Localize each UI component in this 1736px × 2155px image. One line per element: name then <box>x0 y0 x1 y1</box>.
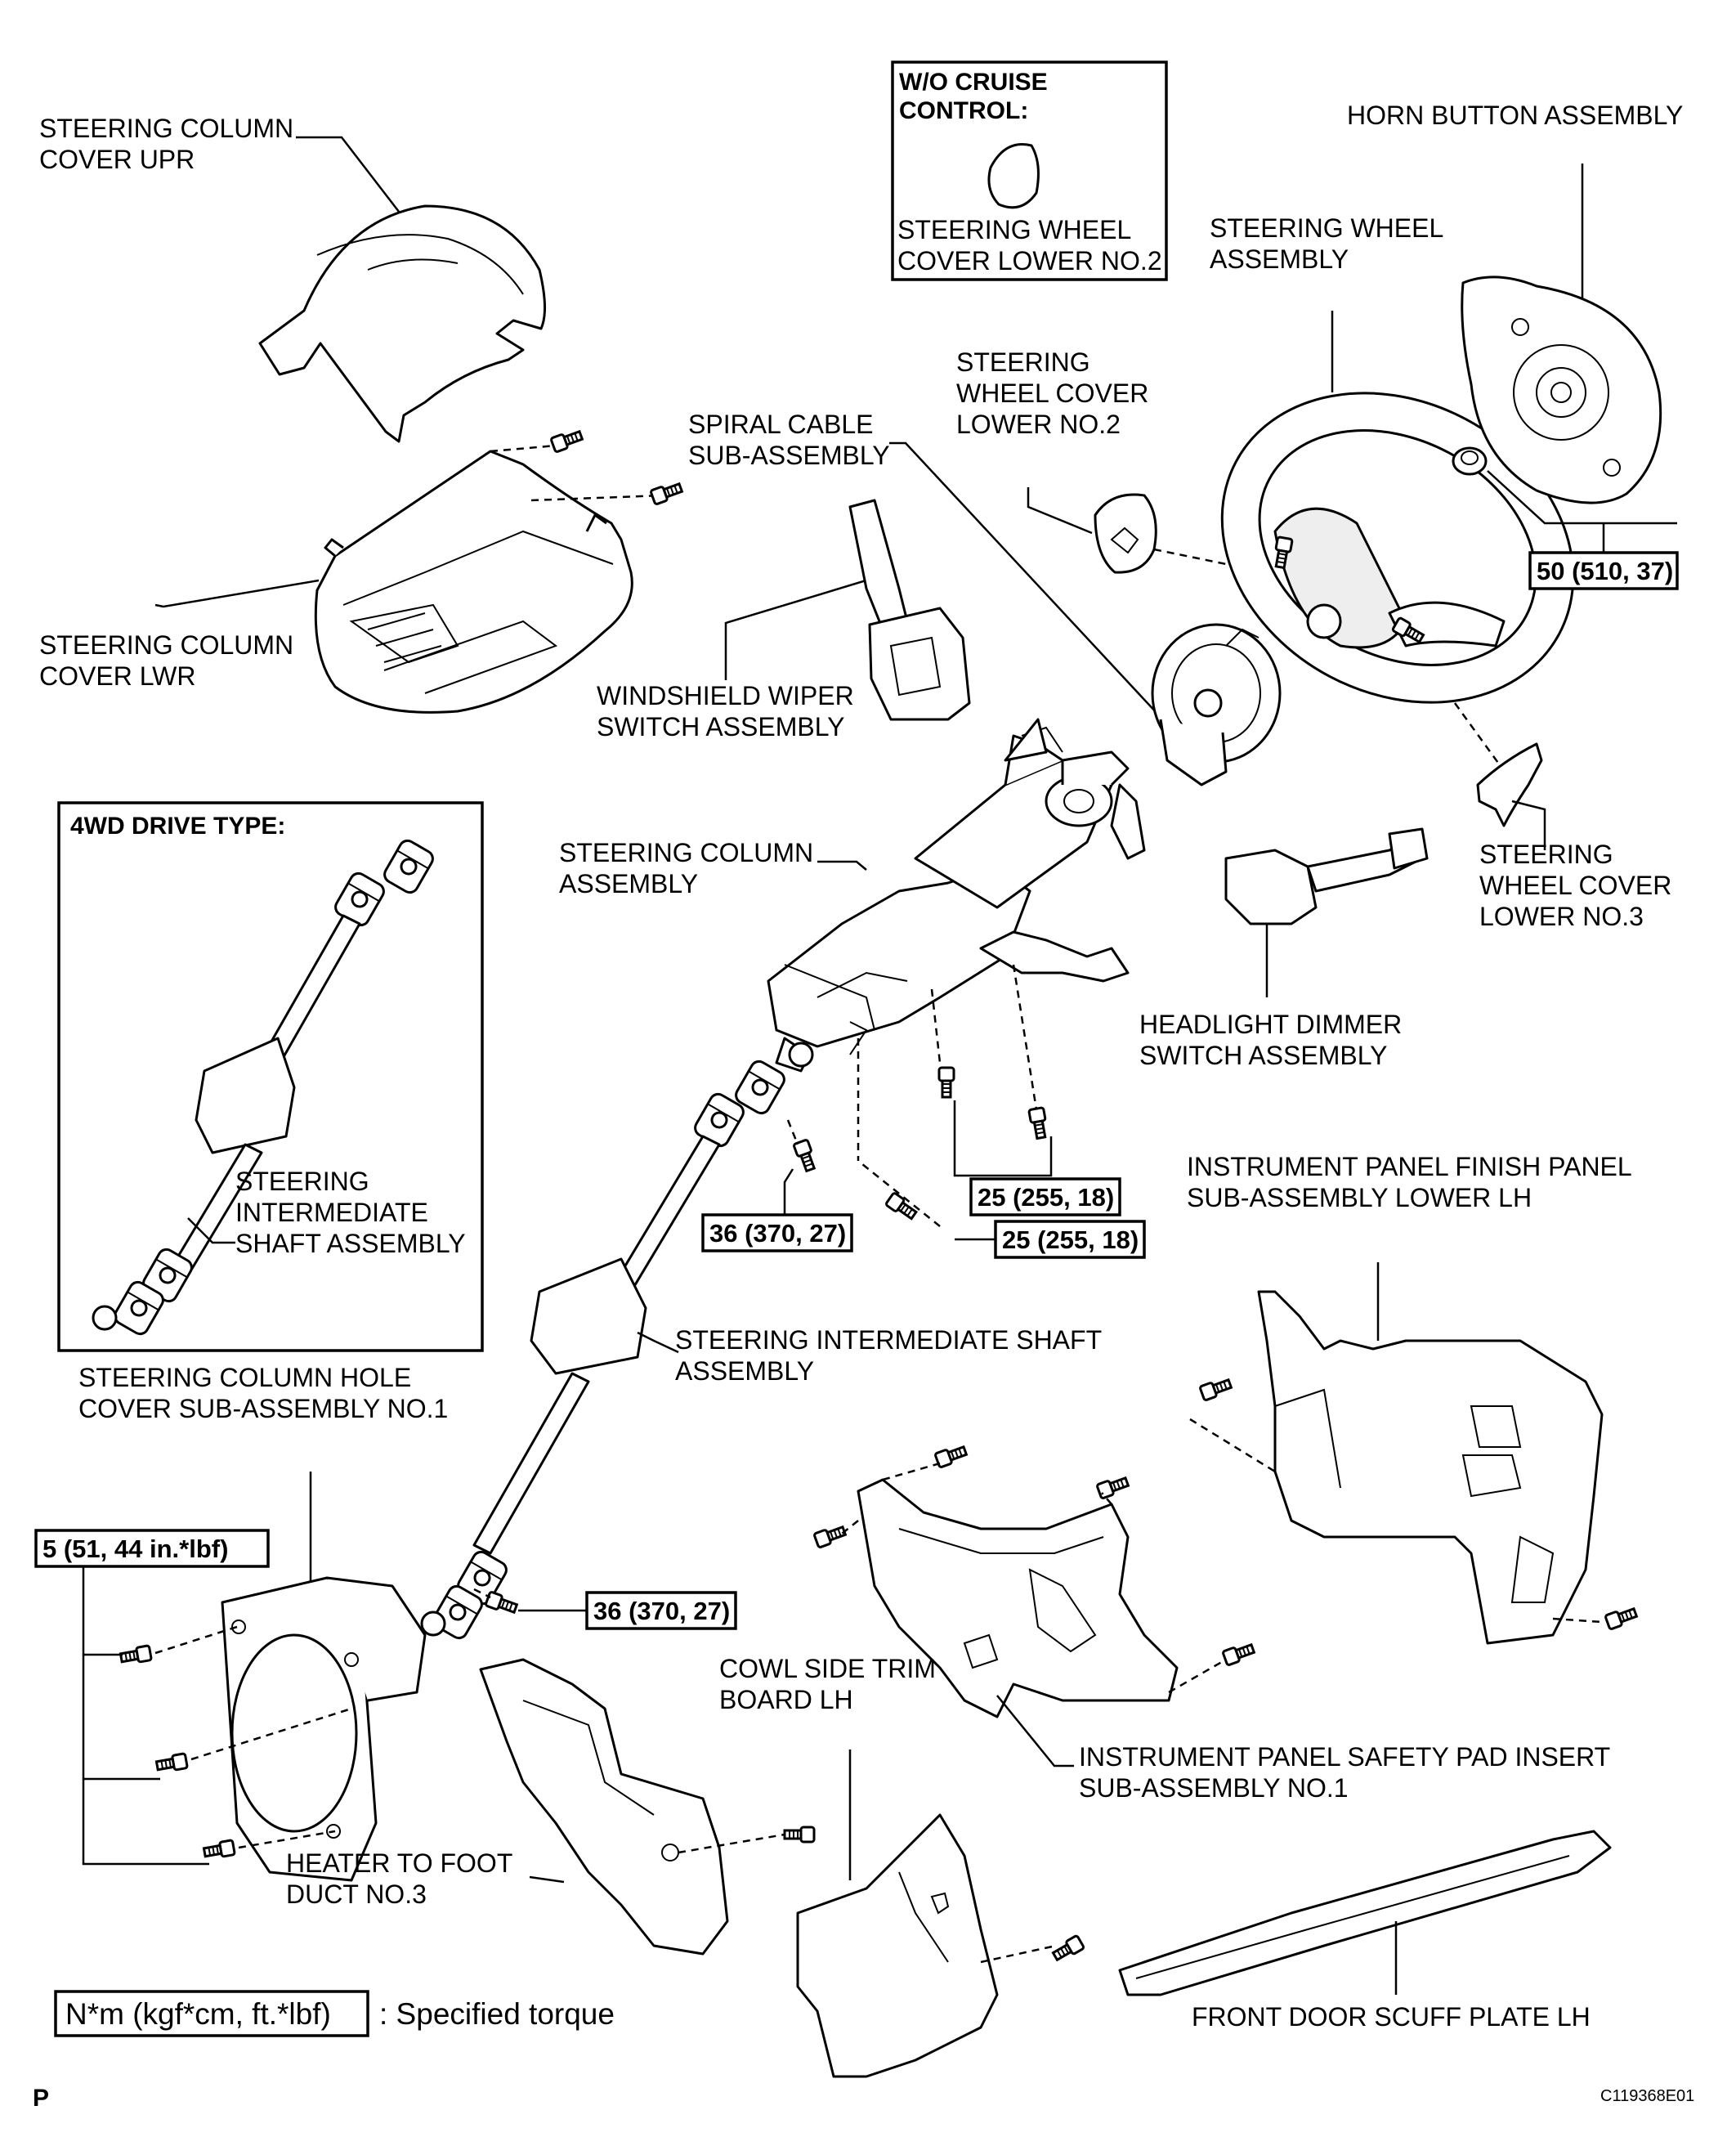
label-headlight-switch-line1: HEADLIGHT DIMMER <box>1139 1010 1402 1039</box>
instrument-panel-safety-pad-insert: INSTRUMENT PANEL SAFETY PAD INSERT SUB-A… <box>812 1442 1610 1803</box>
inset-wo-cruise-title-line1: W/O CRUISE <box>899 69 1048 96</box>
inset-wo-cruise-label-line2: COVER LOWER NO.2 <box>897 246 1162 276</box>
label-wheel-cover-no3-line2: WHEEL COVER <box>1479 871 1671 900</box>
inset-wo-cruise-label-line1: STEERING WHEEL <box>897 215 1131 244</box>
label-inset-shaft-line1: STEERING <box>235 1167 369 1196</box>
label-steering-wheel-line2: ASSEMBLY <box>1210 244 1349 274</box>
inset-wo-cruise-title-line2: CONTROL: <box>899 97 1028 124</box>
label-steering-wheel-line1: STEERING WHEEL <box>1210 213 1443 243</box>
cowl-side-trim-board-lh: COWL SIDE TRIM BOARD LH <box>719 1654 1086 2078</box>
page-marker: P <box>33 2085 49 2112</box>
label-wheel-cover-no3-line1: STEERING <box>1479 840 1613 869</box>
label-steering-column-line1: STEERING COLUMN <box>559 838 813 867</box>
torque-column-bolts-value: 25 (255, 18) <box>978 1183 1114 1212</box>
steering-column-cover-upr: STEERING COLUMN COVER UPR <box>39 114 547 443</box>
label-wiper-switch-line2: SWITCH ASSEMBLY <box>597 712 844 741</box>
label-finish-panel-line1: INSTRUMENT PANEL FINISH PANEL <box>1187 1152 1632 1181</box>
steering-wheel-cover-lower-no2: STEERING WHEEL COVER LOWER NO.2 <box>956 347 1235 574</box>
label-cover-lwr-line2: COVER LWR <box>39 661 195 691</box>
instrument-panel-finish-panel-lower-lh: INSTRUMENT PANEL FINISH PANEL SUB-ASSEMB… <box>1187 1152 1640 1645</box>
label-headlight-switch-line2: SWITCH ASSEMBLY <box>1139 1041 1387 1070</box>
steering-wheel-cover-lower-no3: STEERING WHEEL COVER LOWER NO.3 <box>1476 742 1671 931</box>
torque-column-long-bolt: 25 (255, 18) <box>955 1220 1146 1259</box>
headlight-dimmer-switch-assembly: HEADLIGHT DIMMER SWITCH ASSEMBLY <box>1139 827 1429 1070</box>
heater-to-foot-duct-no3: HEATER TO FOOT DUCT NO.3 <box>286 1658 816 1956</box>
steering-intermediate-shaft-assembly: STEERING INTERMEDIATE SHAFT ASSEMBLY <box>420 1057 1102 1642</box>
torque-shaft-upper-value: 36 (370, 27) <box>709 1219 846 1248</box>
torque-column-bolts: 25 (255, 18) <box>953 1100 1121 1216</box>
label-wheel-cover-no2-line1: STEERING <box>956 347 1090 377</box>
torque-legend: N*m (kgf*cm, ft.*lbf) : Specified torque <box>54 1990 615 2037</box>
torque-shaft-lower-bolt: 36 (370, 27) <box>585 1591 737 1630</box>
label-hole-cover-line2: COVER SUB-ASSEMBLY NO.1 <box>78 1394 448 1423</box>
inset-4wd-title: 4WD DRIVE TYPE: <box>70 813 285 840</box>
label-cover-upr-line1: STEERING COLUMN <box>39 114 293 143</box>
label-spiral-cable-line2: SUB-ASSEMBLY <box>688 441 890 470</box>
label-wheel-cover-no2-line2: WHEEL COVER <box>956 379 1148 408</box>
torque-shaft-upper-bolt: 36 (370, 27) <box>701 1213 853 1252</box>
windshield-wiper-switch-assembly: WINDSHIELD WIPER SWITCH ASSEMBLY <box>597 499 971 741</box>
label-inset-shaft-line2: INTERMEDIATE <box>235 1198 428 1227</box>
label-horn-button: HORN BUTTON ASSEMBLY <box>1347 101 1683 130</box>
label-finish-panel-line2: SUB-ASSEMBLY LOWER LH <box>1187 1183 1532 1212</box>
label-wiper-switch-line1: WINDSHIELD WIPER <box>597 681 854 710</box>
label-scuff-plate: FRONT DOOR SCUFF PLATE LH <box>1192 2002 1591 2032</box>
label-steering-column-line2: ASSEMBLY <box>559 869 698 898</box>
torque-horn-nut-value: 50 (510, 37) <box>1537 557 1673 585</box>
label-heater-duct-line1: HEATER TO FOOT <box>286 1848 512 1878</box>
torque-column-long-bolt-value: 25 (255, 18) <box>1002 1225 1139 1254</box>
steering-column-cover-lwr: STEERING COLUMN COVER LWR <box>39 427 685 714</box>
label-inset-shaft-line3: SHAFT ASSEMBLY <box>235 1229 466 1258</box>
torque-horn-nut: 50 (510, 37) <box>1528 523 1679 590</box>
label-safety-pad-line1: INSTRUMENT PANEL SAFETY PAD INSERT <box>1079 1742 1610 1772</box>
label-cowl-trim-line1: COWL SIDE TRIM <box>719 1654 936 1683</box>
label-cover-lwr-line1: STEERING COLUMN <box>39 630 293 660</box>
torque-hole-cover-bolts: 5 (51, 44 in.*lbf) <box>34 1529 270 1601</box>
label-spiral-cable-line1: SPIRAL CABLE <box>688 410 873 439</box>
label-intermediate-shaft-line2: ASSEMBLY <box>675 1356 814 1386</box>
torque-hole-cover-value: 5 (51, 44 in.*lbf) <box>43 1534 228 1563</box>
inset-4wd-drive-type: 4WD DRIVE TYPE: STEERING INTERMEDIATE SH… <box>57 801 484 1352</box>
steering-column-assembly: STEERING COLUMN ASSEMBLY <box>559 718 1146 1227</box>
label-safety-pad-line2: SUB-ASSEMBLY NO.1 <box>1079 1773 1349 1803</box>
label-cowl-trim-line2: BOARD LH <box>719 1685 853 1714</box>
label-hole-cover-line1: STEERING COLUMN HOLE <box>78 1363 411 1392</box>
horn-button-assembly: HORN BUTTON ASSEMBLY <box>1347 101 1683 525</box>
steering-wheel-cover-lower-no2-inset-part <box>987 143 1040 209</box>
label-heater-duct-line2: DUCT NO.3 <box>286 1879 427 1909</box>
legend-unit-box: N*m (kgf*cm, ft.*lbf) <box>65 1997 331 2031</box>
steering-wheel-assembly: STEERING WHEEL ASSEMBLY <box>1210 213 1575 769</box>
label-cover-upr-line2: COVER UPR <box>39 145 195 174</box>
front-door-scuff-plate-lh: FRONT DOOR SCUFF PLATE LH <box>1118 1830 1612 2032</box>
label-wheel-cover-no3-line3: LOWER NO.3 <box>1479 902 1644 931</box>
legend-text: : Specified torque <box>379 1997 615 2031</box>
figure-code: C119368E01 <box>1600 2087 1694 2105</box>
label-wheel-cover-no2-line3: LOWER NO.2 <box>956 410 1121 439</box>
torque-shaft-lower-value: 36 (370, 27) <box>593 1597 730 1625</box>
label-intermediate-shaft-line1: STEERING INTERMEDIATE SHAFT <box>675 1325 1102 1355</box>
inset-wo-cruise-control: W/O CRUISE CONTROL: STEERING WHEEL COVER… <box>891 60 1168 281</box>
steering-column-hole-cover: STEERING COLUMN HOLE COVER SUB-ASSEMBLY … <box>78 1363 448 1882</box>
spiral-cable-sub-assembly: SPIRAL CABLE SUB-ASSEMBLY <box>688 410 1282 786</box>
